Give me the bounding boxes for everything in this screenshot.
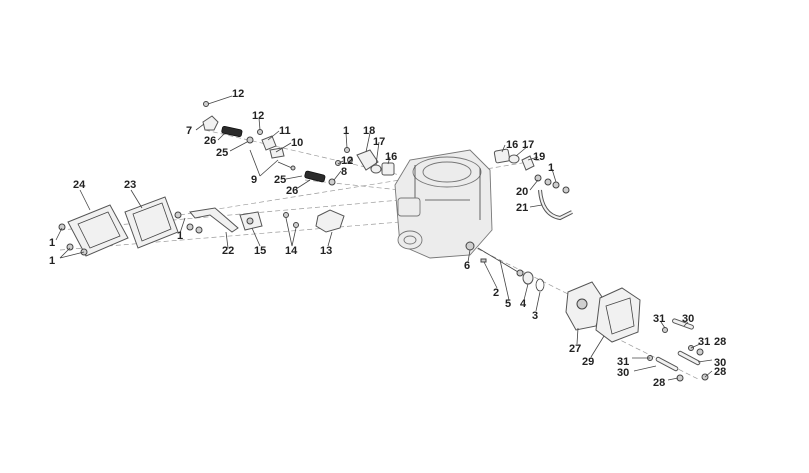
bolts-left <box>58 211 203 256</box>
part-6-seal <box>465 241 475 251</box>
callout-12-c: 12 <box>341 155 353 167</box>
callout-3: 3 <box>532 310 538 322</box>
part-14-screws <box>283 212 299 228</box>
part-22-bracket <box>189 207 239 233</box>
callout-30-a: 30 <box>682 313 694 325</box>
callout-28-a: 28 <box>714 336 726 348</box>
part-15-solenoid <box>239 211 263 231</box>
callout-26-b: 26 <box>286 185 298 197</box>
callout-11: 11 <box>279 125 291 137</box>
part-11-fitting <box>257 129 277 151</box>
callout-31-a: 31 <box>653 313 665 325</box>
callout-19: 19 <box>533 151 545 163</box>
callout-31-c: 31 <box>617 356 629 368</box>
part-26-spring-upper <box>221 125 243 138</box>
part-29-pump-cover <box>595 287 641 343</box>
callout-2: 2 <box>493 287 499 299</box>
part-17-oring-right <box>508 154 520 164</box>
part-5-shaft <box>477 247 524 277</box>
callout-4: 4 <box>520 298 527 310</box>
callout-28-c: 28 <box>653 377 665 389</box>
callout-23: 23 <box>124 179 136 191</box>
part-7-lever <box>202 101 219 131</box>
part-31-30-28-hardware <box>647 318 709 382</box>
part-8-nut <box>328 160 341 186</box>
callout-31-b: 31 <box>698 336 710 348</box>
part-21-hose <box>538 189 573 221</box>
part-27-pump-housing <box>565 281 605 331</box>
callout-30-c: 30 <box>714 357 726 369</box>
part-25-washer-upper <box>246 136 254 144</box>
callout-15: 15 <box>254 245 266 257</box>
part-4-washer <box>522 271 534 285</box>
callout-14: 14 <box>285 245 298 257</box>
part-9-pin <box>277 161 296 171</box>
callout-12-b: 12 <box>252 110 264 122</box>
callout-1-d: 1 <box>343 125 349 137</box>
part-24-reed-plate <box>67 204 129 257</box>
part-26-spring-lower <box>304 170 326 183</box>
callout-26-a: 26 <box>204 135 216 147</box>
part-16-sleeve-right <box>493 148 511 164</box>
part-10-clip <box>269 147 285 159</box>
callout-7: 7 <box>186 125 192 137</box>
part-16-sleeve <box>381 162 395 176</box>
callout-18: 18 <box>363 125 375 137</box>
part-2-key <box>480 258 487 263</box>
part-1-bolts-right <box>552 181 570 194</box>
callout-17-b: 17 <box>522 139 534 151</box>
callout-12-a: 12 <box>232 88 244 100</box>
callout-8: 8 <box>341 166 347 178</box>
callout-30-b: 30 <box>617 367 629 379</box>
part-17-oring <box>370 164 382 174</box>
leader-lines <box>55 95 713 381</box>
callout-16-b: 16 <box>506 139 518 151</box>
callout-17-a: 17 <box>373 136 385 148</box>
callout-16-a: 16 <box>385 151 397 163</box>
callout-labels: 24 23 1 1 1 22 15 14 13 12 7 26 25 12 11… <box>49 88 726 389</box>
part-13-bracket <box>315 209 345 233</box>
callout-1-b: 1 <box>49 255 55 267</box>
part-20-washer <box>534 174 552 186</box>
callout-22: 22 <box>222 245 234 257</box>
callout-5: 5 <box>505 298 511 310</box>
callout-24: 24 <box>73 179 86 191</box>
part-23-gasket <box>124 196 179 249</box>
cylinder-block <box>394 149 493 259</box>
callout-20: 20 <box>516 186 528 198</box>
callout-10: 10 <box>291 137 303 149</box>
callout-25-b: 25 <box>274 174 286 186</box>
callout-9: 9 <box>251 174 257 186</box>
callout-28-b: 28 <box>714 366 726 378</box>
callout-29: 29 <box>582 356 594 368</box>
callout-6: 6 <box>464 260 470 272</box>
part-3-circlip <box>535 278 545 292</box>
callout-1-c: 1 <box>177 230 183 242</box>
callout-1-a: 1 <box>49 237 55 249</box>
callout-13: 13 <box>320 245 332 257</box>
callout-27: 27 <box>569 343 581 355</box>
callout-21: 21 <box>516 202 528 214</box>
callout-25-a: 25 <box>216 147 228 159</box>
callout-1-e: 1 <box>548 162 554 174</box>
